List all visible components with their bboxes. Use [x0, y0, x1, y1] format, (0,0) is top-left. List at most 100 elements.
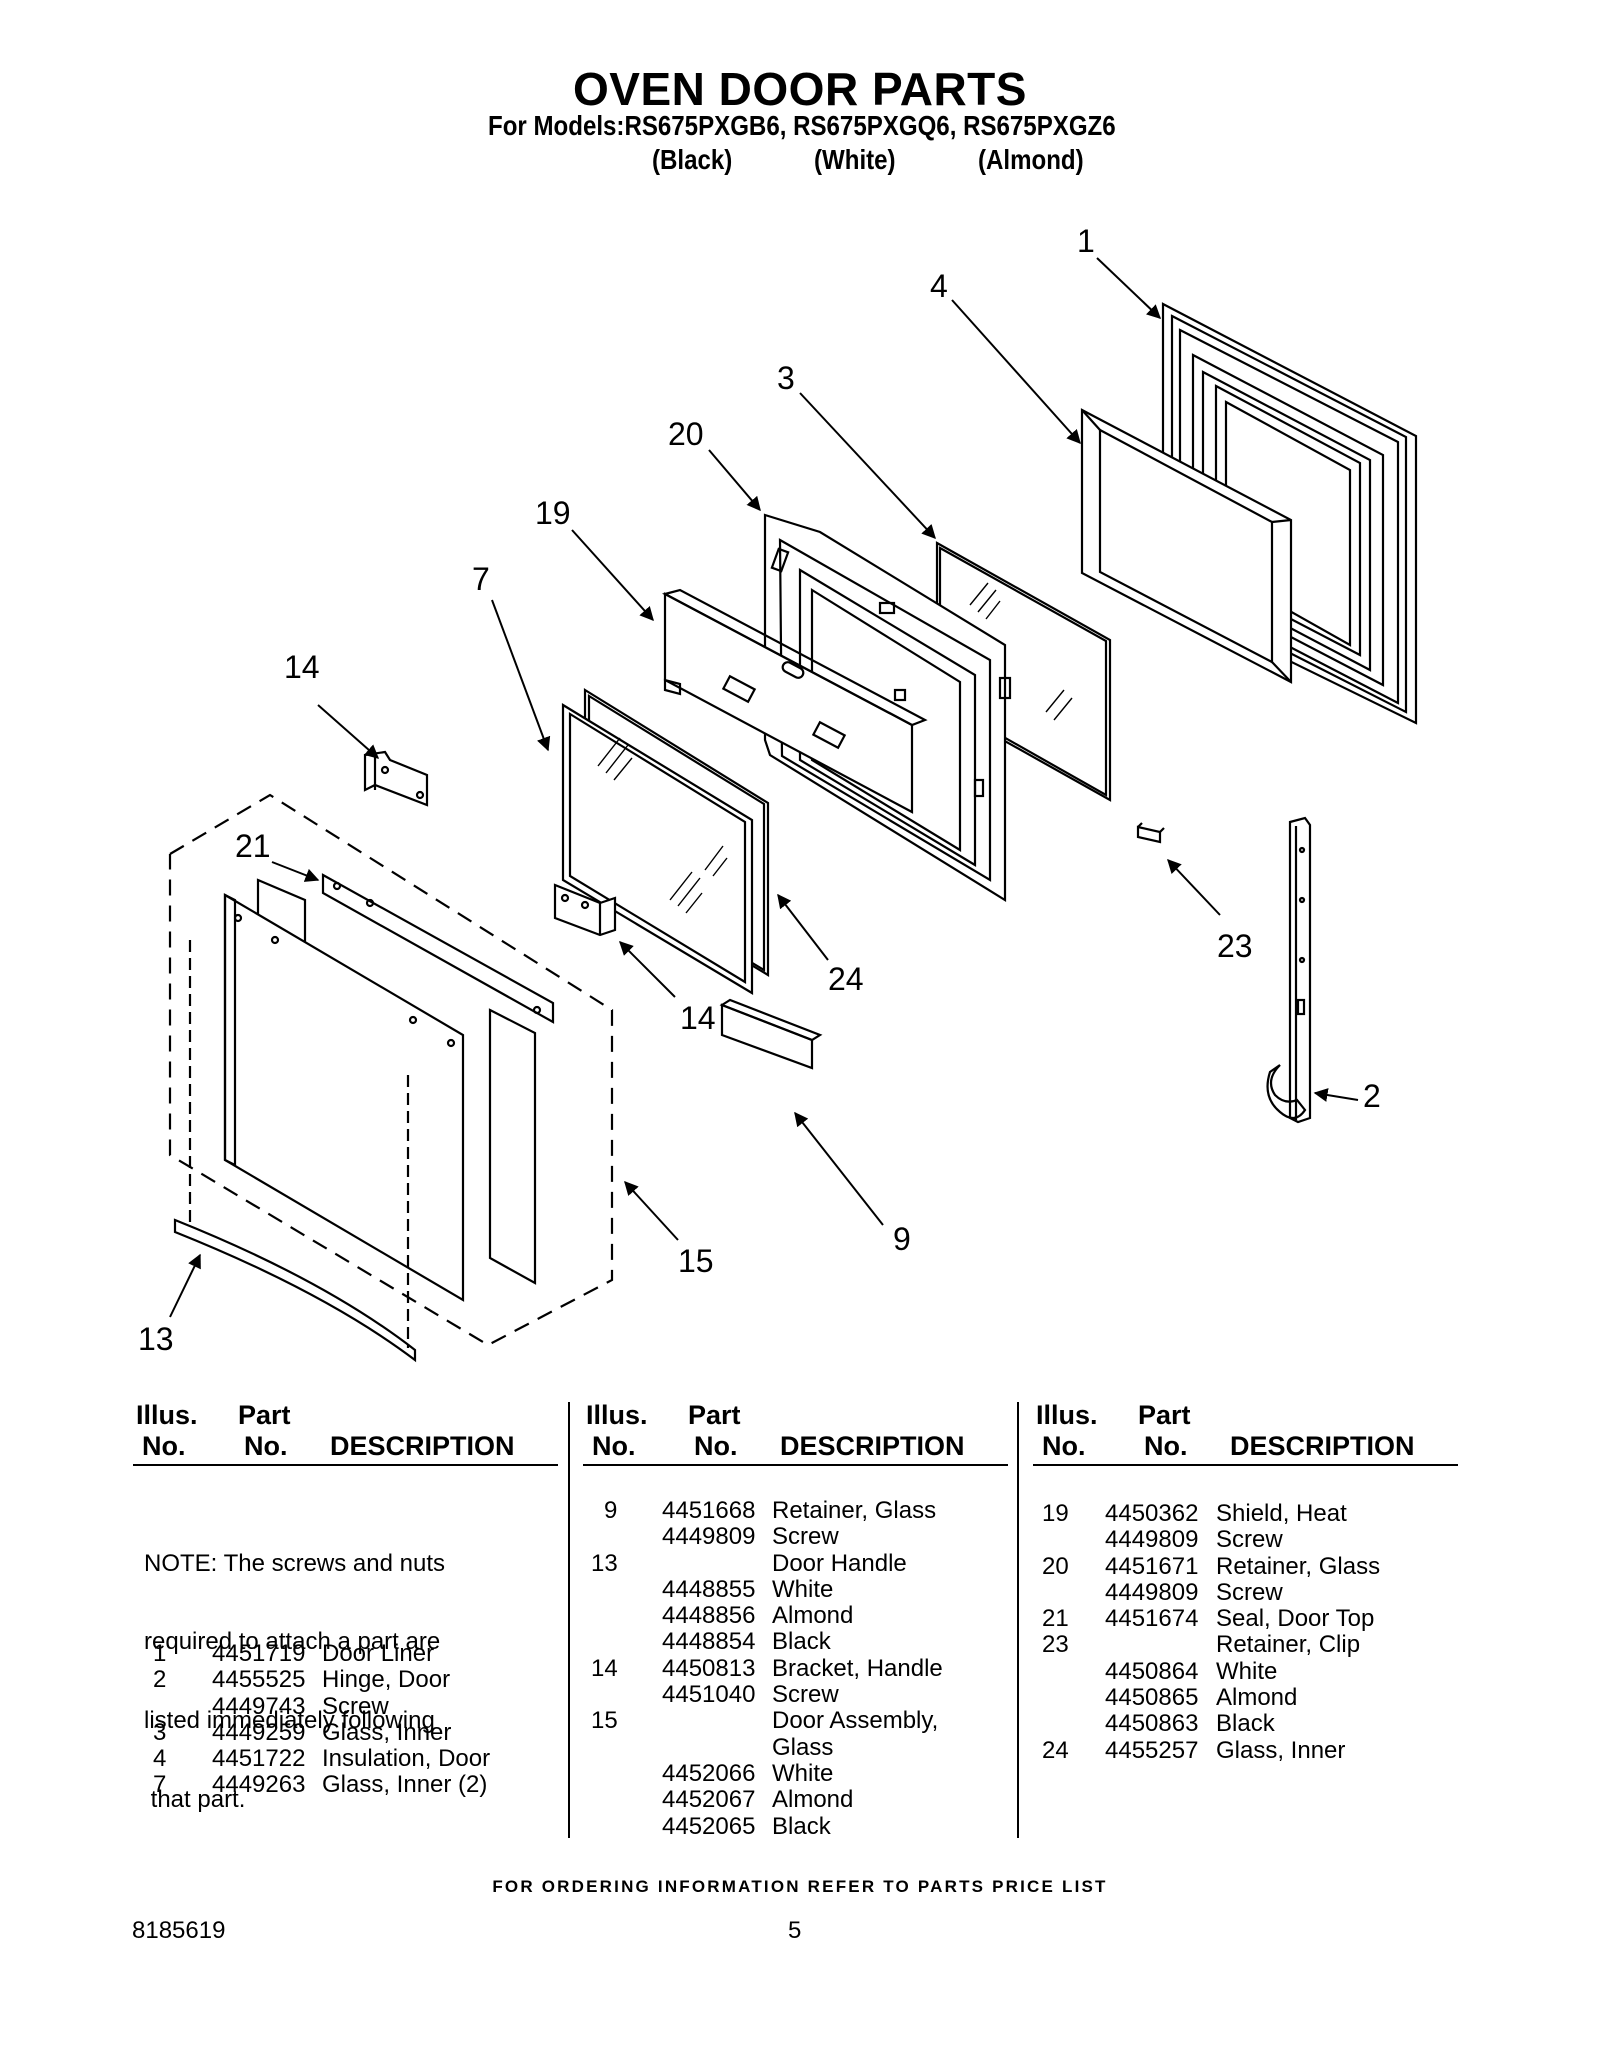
part-number: 4448856	[662, 1602, 756, 1630]
callout-14-upper: 14	[284, 649, 320, 685]
handle-bracket-part-14-upper	[363, 750, 429, 807]
callout-15: 15	[678, 1243, 714, 1279]
glass-retainer-part-9	[719, 998, 823, 1070]
page-title: OVEN DOOR PARTS	[573, 63, 1027, 115]
col3-illus-header-top: Illus.	[1036, 1400, 1098, 1430]
col2-illus-header-top: Illus.	[586, 1400, 648, 1430]
col2-description-header: DESCRIPTION	[780, 1431, 965, 1461]
parts-row: Glass	[0, 1734, 1010, 1761]
part-description: Black	[772, 1812, 831, 1840]
col2-header-rule	[583, 1464, 1008, 1466]
illus-number: 23	[1042, 1631, 1069, 1659]
part-number: 4451722	[212, 1745, 306, 1773]
parts-row: 24 4455257 Glass, Inner	[0, 1736, 1460, 1764]
note-line: listed immediately following	[144, 1707, 435, 1735]
part-number: 4448855	[662, 1575, 756, 1603]
document-number: 8185619	[132, 1917, 226, 1944]
part-description: Almond	[1216, 1684, 1298, 1712]
part-description: Glass, Inner (2)	[322, 1771, 488, 1799]
note-line: that part.	[144, 1786, 246, 1814]
callout-14-lower: 14	[680, 1000, 716, 1036]
part-number: 4455257	[1105, 1736, 1199, 1764]
col3-description-header: DESCRIPTION	[1230, 1431, 1415, 1461]
callout-21: 21	[235, 828, 271, 864]
col3-part-header-bottom: No.	[1144, 1431, 1188, 1461]
clip-retainer-part-23	[1136, 822, 1165, 844]
door-assembly-outline-part-15	[168, 793, 614, 1347]
callout-3: 3	[777, 360, 795, 396]
part-description: White	[1216, 1657, 1278, 1685]
col1-description-header: DESCRIPTION	[330, 1431, 515, 1461]
col2-part-header-bottom: No.	[694, 1431, 738, 1461]
col2-part-header-top: Part	[688, 1400, 741, 1430]
part-number: 4450863	[1105, 1710, 1199, 1738]
door-outer-glass	[223, 893, 465, 1302]
part-description: Black	[772, 1628, 831, 1656]
part-number: 4450865	[1105, 1684, 1199, 1712]
door-handle-part-13	[173, 940, 417, 1363]
color-black-label: (Black)	[652, 144, 733, 175]
parts-row: 4450863 Black	[0, 1710, 1460, 1738]
part-description: Screw	[322, 1692, 389, 1720]
ordering-note: FOR ORDERING INFORMATION REFER TO PARTS …	[492, 1877, 1108, 1896]
door-side-strip	[488, 1008, 537, 1285]
col3-part-header-top: Part	[1138, 1400, 1191, 1430]
col2-illus-header-bottom: No.	[592, 1431, 636, 1461]
part-description: Screw	[772, 1681, 839, 1709]
heat-shield-part-19	[662, 588, 928, 814]
part-number: 4451674	[1105, 1605, 1199, 1633]
part-number: 4450813	[662, 1654, 756, 1682]
part-number: 4451671	[1105, 1552, 1199, 1580]
illus-number: 2	[153, 1666, 167, 1694]
part-number: 4450864	[1105, 1657, 1199, 1685]
part-number: 4449263	[212, 1771, 306, 1799]
screws-note: NOTE: The screws and nuts required to at…	[144, 1498, 445, 1840]
models-line: For Models:RS675PXGB6, RS675PXGQ6, RS675…	[488, 110, 1116, 141]
illus-number: 19	[1042, 1500, 1069, 1527]
part-number: 4449809	[1105, 1578, 1199, 1606]
inner-glass-part-7	[561, 703, 754, 995]
col1-header-rule	[133, 1464, 558, 1466]
part-description: Black	[1216, 1710, 1275, 1738]
part-description: Door Handle	[772, 1549, 907, 1577]
callout-arrows	[169, 257, 1359, 1318]
part-description: Hinge, Door	[322, 1666, 451, 1694]
part-description: Almond	[772, 1786, 854, 1814]
column-separator-1	[568, 1402, 570, 1838]
part-description: Glass, Inner	[322, 1718, 452, 1746]
illus-number: 24	[1042, 1736, 1069, 1764]
illus-number: 21	[1042, 1605, 1069, 1633]
parts-row: 4452067 Almond	[0, 1786, 1010, 1814]
color-almond-label: (Almond)	[978, 144, 1084, 175]
part-description: Bracket, Handle	[772, 1654, 943, 1682]
col1-illus-header-bottom: No.	[142, 1431, 186, 1461]
color-white-label: (White)	[814, 144, 896, 175]
part-description: Glass, Inner	[1216, 1736, 1346, 1764]
handle-bracket-part-14-lower	[553, 883, 617, 937]
part-number: 4449809	[1105, 1526, 1199, 1554]
illus-number: 1	[153, 1640, 167, 1667]
part-number: 4449259	[212, 1718, 306, 1746]
part-number: 4452067	[662, 1786, 756, 1814]
part-number: 4452066	[662, 1759, 756, 1787]
col1-part-header-top: Part	[238, 1400, 291, 1430]
part-description: Retainer, Glass	[772, 1497, 937, 1524]
part-description: Seal, Door Top	[1216, 1605, 1375, 1633]
illus-number: 9	[604, 1497, 618, 1524]
